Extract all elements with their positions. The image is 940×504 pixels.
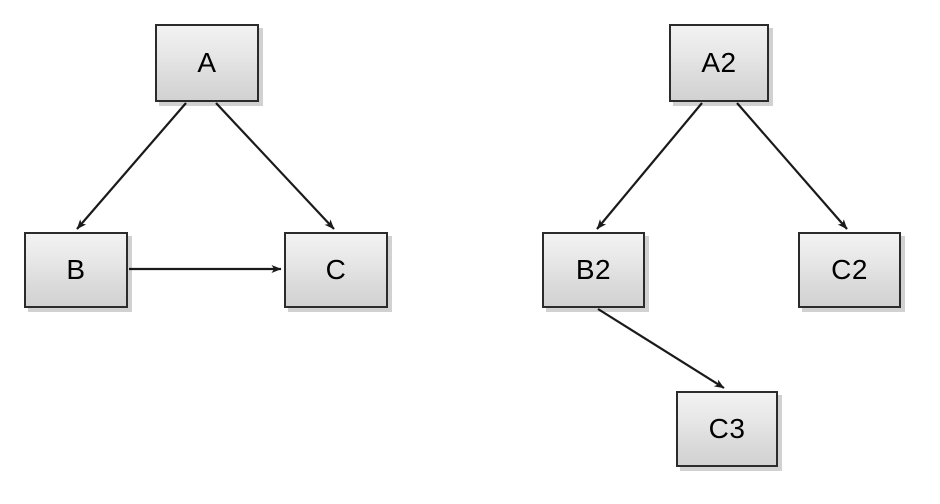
node-label: C — [325, 254, 347, 285]
node-a2[interactable]: A2 — [669, 24, 769, 102]
edge-b2-c3[interactable] — [597, 308, 725, 389]
node-label: B — [66, 254, 86, 285]
node-label: C2 — [831, 254, 868, 285]
node-b[interactable]: B — [24, 232, 128, 308]
node-c2[interactable]: C2 — [798, 232, 901, 308]
node-label: A2 — [701, 47, 737, 78]
edge-a2-c2[interactable] — [736, 102, 848, 230]
edge-a-b[interactable] — [76, 102, 187, 230]
node-c[interactable]: C — [284, 232, 388, 308]
edge-a-c[interactable] — [215, 102, 335, 230]
node-c3[interactable]: C3 — [676, 391, 778, 467]
node-label: B2 — [575, 254, 612, 285]
node-label: A — [197, 47, 217, 78]
node-a[interactable]: A — [155, 24, 259, 102]
node-b2[interactable]: B2 — [542, 232, 645, 308]
node-label: C3 — [708, 413, 746, 444]
edge-a2-b2[interactable] — [596, 102, 703, 230]
